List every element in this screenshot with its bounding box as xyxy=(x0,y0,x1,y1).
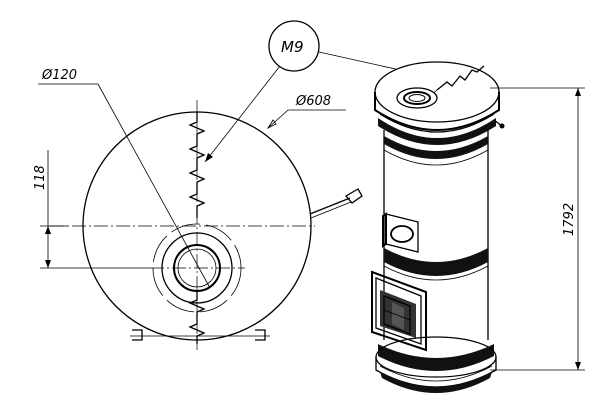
iso-base xyxy=(375,336,497,378)
offset-label: 118 xyxy=(33,165,48,190)
iso-firebox-door xyxy=(371,270,427,352)
diameter-body-label: Ø608 xyxy=(295,94,331,109)
isometric-view: 1792 xyxy=(371,61,585,393)
iso-top-cap xyxy=(374,61,500,123)
diameter-flue-leader xyxy=(97,83,211,289)
plan-foot-right xyxy=(255,329,266,341)
iso-top-seam xyxy=(436,65,485,91)
plan-view: Ø120 Ø608 118 xyxy=(33,68,363,350)
callout-leader-plan xyxy=(204,65,281,163)
plan-handle xyxy=(309,197,351,215)
plan-foot-left xyxy=(132,329,143,341)
callout-label: M9 xyxy=(281,38,304,56)
diameter-flue-label: Ø120 xyxy=(41,68,77,83)
iso-middle-band xyxy=(384,248,488,276)
diameter-body-leader xyxy=(267,109,289,129)
callout-bubble xyxy=(268,20,320,72)
plan-seam-line xyxy=(188,112,206,344)
height-label: 1792 xyxy=(562,203,577,236)
